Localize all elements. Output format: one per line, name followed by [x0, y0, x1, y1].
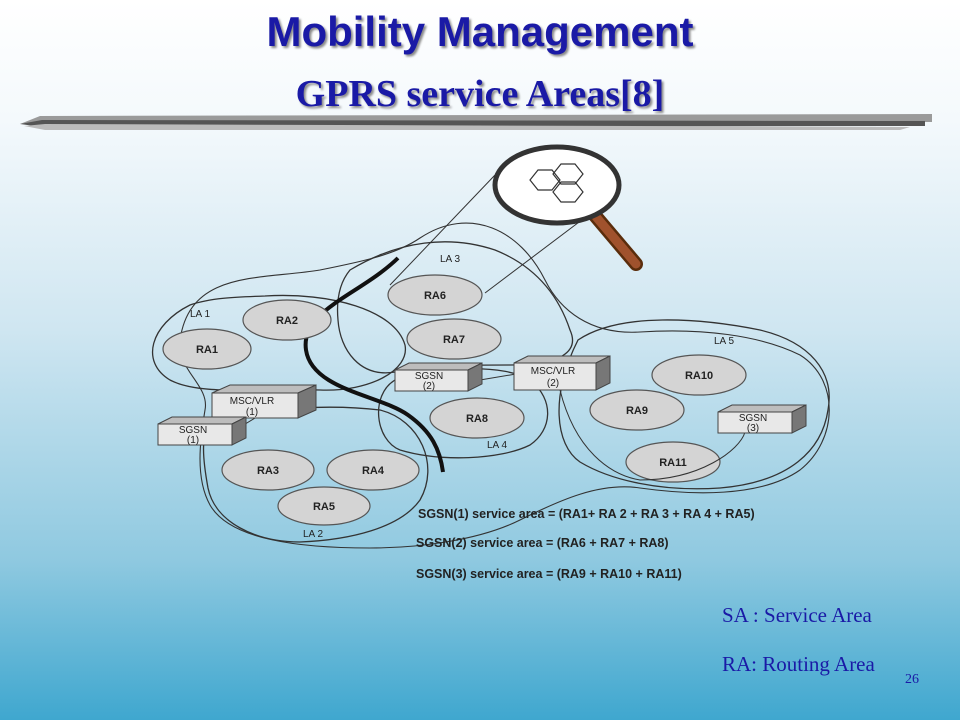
- la-5-boundary: [558, 319, 830, 490]
- ra7-label: RA7: [443, 334, 465, 346]
- la-4-label: LA 4: [487, 440, 507, 451]
- la-5-label: LA 5: [714, 336, 734, 347]
- la-3-label: LA 3: [440, 254, 460, 265]
- ra4-label: RA4: [362, 465, 385, 477]
- sgsn-2-box: [394, 362, 483, 392]
- title-divider: [20, 114, 932, 130]
- page-number: 26: [905, 672, 919, 687]
- slide-title: Mobility Management: [266, 8, 694, 55]
- ra3-ellipse: [221, 449, 315, 491]
- sgsn-1-service-area-text: SGSN(1) service area = (RA1+ RA 2 + RA 3…: [418, 507, 755, 521]
- ra1-label: RA1: [196, 344, 218, 356]
- msc-vlr-1-label: MSC/VLR: [230, 396, 274, 407]
- link-mscvlr2-sgsn3: [559, 389, 746, 481]
- sgsn-2-label: SGSN: [415, 371, 443, 382]
- ra4-ellipse: [326, 449, 420, 491]
- ra7-ellipse: [406, 318, 502, 360]
- la-2-boundary: [202, 406, 429, 543]
- ra11-ellipse: [625, 441, 721, 483]
- sgsn-3-box: [717, 404, 807, 434]
- routing-area-ellipses: [162, 274, 747, 526]
- ra8-label: RA8: [466, 413, 488, 425]
- ra1-ellipse: [162, 328, 252, 370]
- slide-subtitle: GPRS service Areas[8]: [295, 73, 665, 115]
- la-2-label: LA 2: [303, 529, 323, 540]
- sgsn-1-label: SGSN: [179, 425, 207, 436]
- sgsn-2-number: (2): [423, 381, 435, 392]
- la-1-label: LA 1: [190, 309, 210, 320]
- sgsn-1-box: [157, 416, 247, 446]
- legend-service-area: SA : Service Area: [722, 603, 872, 627]
- msc-vlr-2-number: (2): [547, 378, 559, 389]
- msc-vlr-1-number: (1): [246, 407, 258, 418]
- sgsn-3-label: SGSN: [739, 413, 767, 424]
- ra3-label: RA3: [257, 465, 279, 477]
- sgsn-2-service-area-text: SGSN(2) service area = (RA6 + RA7 + RA8): [416, 536, 669, 550]
- ra10-label: RA10: [685, 370, 713, 382]
- msc-vlr-2-label: MSC/VLR: [531, 366, 575, 377]
- msc-vlr-1-box: [211, 384, 317, 419]
- magnifier-icon: [492, 144, 643, 271]
- sgsn-1-number: (1): [187, 435, 199, 446]
- ra10-ellipse: [651, 354, 747, 396]
- ra9-label: RA9: [626, 405, 648, 417]
- ra5-ellipse: [277, 486, 371, 526]
- la-4-boundary: [377, 368, 549, 459]
- msc-vlr-2-box: [513, 355, 611, 391]
- ra2-ellipse: [242, 299, 332, 341]
- ra9-ellipse: [589, 389, 685, 431]
- ra6-label: RA6: [424, 290, 446, 302]
- ra2-label: RA2: [276, 315, 298, 327]
- ra11-label: RA11: [659, 457, 687, 469]
- ra8-ellipse: [429, 397, 525, 439]
- outer-contour: [179, 222, 830, 549]
- ra5-label: RA5: [313, 501, 335, 513]
- sgsn-3-number: (3): [747, 423, 759, 434]
- sgsn-boundary-line: [303, 256, 445, 473]
- link-sgsn2-mscvlr2: [479, 373, 517, 381]
- sgsn-3-service-area-text: SGSN(3) service area = (RA9 + RA10 + RA1…: [416, 567, 682, 581]
- ra6-ellipse: [387, 274, 483, 316]
- legend-routing-area: RA: Routing Area: [722, 652, 875, 676]
